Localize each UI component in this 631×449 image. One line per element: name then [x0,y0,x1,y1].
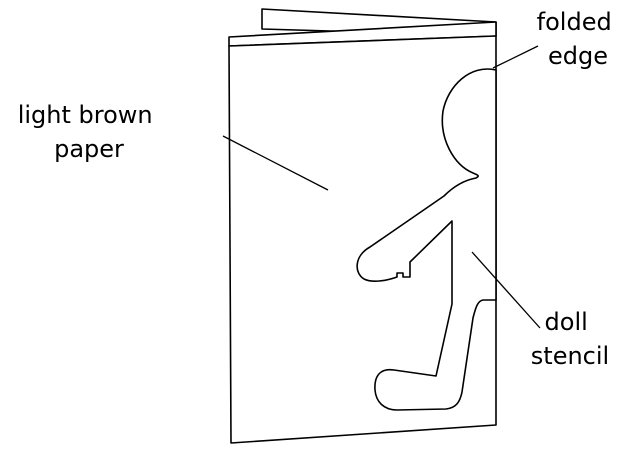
paper-label-line-1: light brown [18,101,153,129]
doll-stencil-label-line-2: stencil [531,342,609,370]
front-sheet [228,35,497,444]
paper-label-line-2: paper [54,135,124,163]
doll-stencil-cutout [356,68,497,411]
paper-label: light brown paper [18,101,161,163]
doll-stencil-leader [471,251,541,329]
doll-stencil-label: doll stencil [531,308,609,370]
folded-edge-label-line-1: folded [537,8,612,36]
folded-edge-label-line-2: edge [548,42,608,70]
doll-stencil-label-line-1: doll [545,308,588,336]
folded-edge-label: folded edge [537,8,620,70]
paper-leader [222,135,329,191]
folded-edge-leader [492,45,539,69]
